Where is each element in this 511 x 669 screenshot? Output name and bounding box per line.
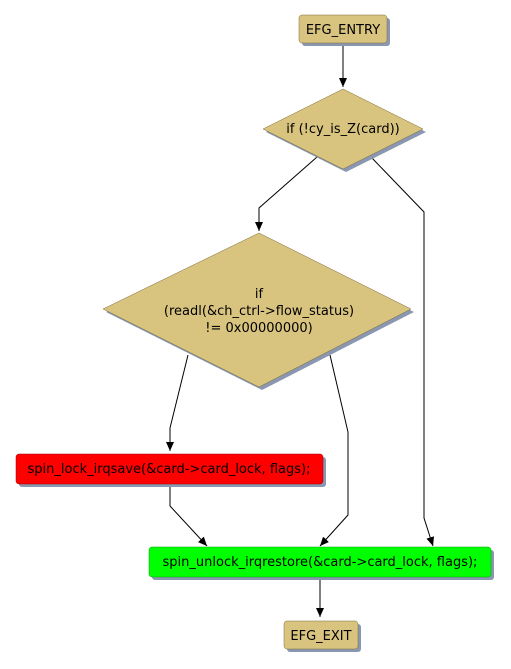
lock-node-label: spin_lock_irqsave(&card->card_lock, flag… xyxy=(28,462,311,477)
cond1-node-label: if (!cy_is_Z(card)) xyxy=(286,122,399,137)
unlock-node: spin_unlock_irqrestore(&card->card_lock,… xyxy=(148,546,494,580)
lock-node: spin_lock_irqsave(&card->card_lock, flag… xyxy=(15,453,326,487)
cond2-node-diamond xyxy=(102,232,412,388)
lock-node-box xyxy=(15,453,324,485)
edges xyxy=(166,45,435,617)
edge-cond1-to-cond2 xyxy=(255,156,318,231)
entry-node-box xyxy=(298,14,388,44)
cond2-node-label-line2: (readl(&ch_ctrl->flow_status) xyxy=(164,304,354,319)
entry-node: EFG_ENTRY xyxy=(298,14,390,46)
cond2-node-label-line3: != 0x00000000) xyxy=(205,321,312,336)
exit-node-box xyxy=(283,620,359,650)
cond2-node: if (readl(&ch_ctrl->flow_status) != 0x00… xyxy=(102,232,414,390)
edge-cond1-to-unlock xyxy=(370,156,435,547)
edge-cond2-to-unlock xyxy=(319,354,349,547)
cond1-node-diamond xyxy=(262,88,424,170)
cond1-node: if (!cy_is_Z(card)) xyxy=(262,88,426,172)
cond2-node-label-line1: if xyxy=(255,287,264,302)
edge-lock-to-unlock xyxy=(169,484,208,547)
unlock-node-label: spin_unlock_irqrestore(&card->card_lock,… xyxy=(163,555,478,570)
unlock-node-box xyxy=(148,546,492,578)
edge-cond2-to-lock xyxy=(166,354,189,451)
exit-node: EFG_EXIT xyxy=(283,620,361,652)
entry-node-label: EFG_ENTRY xyxy=(306,23,380,38)
exit-node-label: EFG_EXIT xyxy=(290,629,351,644)
